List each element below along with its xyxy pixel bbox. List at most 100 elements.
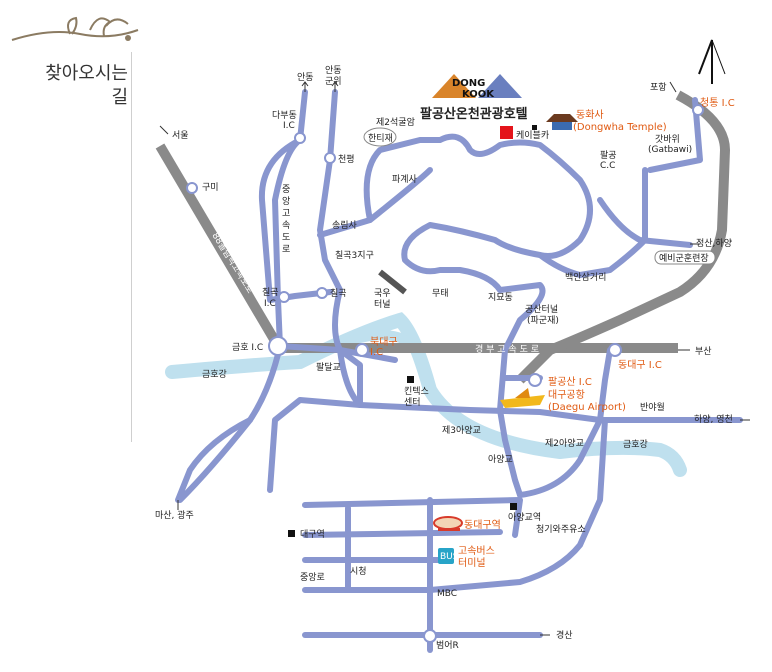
guam-tunnel: [378, 269, 407, 295]
label-express-bus-2: 터미널: [458, 557, 486, 569]
label-je3ayang: 제3아양교: [442, 425, 481, 436]
label-andong-gunwi-1: 안동: [325, 65, 342, 76]
title-line-1: 찾아오시는: [45, 63, 128, 84]
road-baekan: [537, 237, 648, 278]
floral-ornament: [11, 16, 139, 41]
label-donghwasa: 동화사: [576, 109, 604, 121]
cheongtong-ic-marker: [692, 104, 704, 116]
label-express-bus-1: 고속버스: [458, 545, 495, 557]
army-school-badge: [654, 250, 716, 265]
temple-icon: [546, 114, 578, 130]
label-kinx-2: 센터: [404, 397, 421, 408]
label-guam-2: 터널: [374, 299, 391, 310]
dabudong-marker: [294, 132, 306, 144]
hanti-badge: [363, 127, 397, 147]
label-kinx-1: 킨텍스: [404, 386, 429, 397]
road-west-down: [267, 347, 363, 493]
label-palgongsan-ic: 팔공산 I.C: [548, 376, 592, 388]
road-pagyesa: [367, 167, 433, 223]
road-central: [177, 89, 308, 503]
label-gongsan-1: 공산터널: [525, 304, 558, 315]
road-gatbawi: [647, 97, 703, 173]
beomeo-marker: [423, 629, 437, 643]
label-dongdaegu-station: 동대구역: [464, 519, 501, 531]
label-buk-daegu-1: 북대구: [370, 336, 398, 348]
label-hanti: 한티재: [368, 133, 393, 144]
arrow-gunwi: [331, 81, 339, 92]
label-je2ayang: 제2아양교: [545, 438, 584, 449]
label-songnimsa: 송림사: [332, 219, 358, 231]
hotel-logo: DONG KOOK: [432, 74, 522, 100]
label-cheongtong-ic: 청통 I.C: [700, 97, 735, 109]
label-baekan: 백안삼거리: [565, 272, 606, 283]
label-chilgok: 칠곡: [330, 288, 347, 299]
north-arrow-icon: [698, 39, 726, 84]
road-loop: [401, 133, 593, 293]
road-masan: [175, 417, 253, 503]
label-gyeongsan: 경산: [556, 629, 573, 641]
label-gumi: 구미: [202, 182, 219, 193]
road-grid-2: [302, 529, 503, 538]
logo-line-2: KOOK: [462, 89, 495, 100]
gumi-marker: [186, 182, 198, 194]
label-seoul: 서울: [172, 130, 189, 141]
divider: [131, 52, 132, 442]
label-mutae: 무태: [432, 288, 449, 299]
kinx-marker: [407, 376, 414, 383]
hotel-marker: [500, 126, 513, 139]
label-mbc: MBC: [437, 589, 457, 599]
label-andong: 안동: [297, 72, 314, 83]
label-gyeongbu: 경 부 고 속 도 로: [475, 343, 539, 355]
label-cheonggi: 청기와주유소: [536, 523, 586, 535]
train-icon: [433, 516, 463, 531]
label-exp-central-4: 속: [282, 220, 290, 231]
label-exp-88: 88올림픽고속도로: [209, 230, 256, 295]
expressway-88: [155, 143, 283, 349]
road-palgong: [597, 197, 693, 248]
road-dabu-loop: [258, 137, 333, 303]
label-geumho-ic: 금호 I.C: [232, 342, 263, 353]
label-beomeo: 범어R: [436, 640, 459, 651]
label-masan: 마산, 광주: [155, 509, 194, 521]
label-donghwasa-en: (Dongwha Temple): [573, 122, 667, 133]
label-paldalgyo: 팔달교: [316, 361, 341, 373]
palgongsan-ic-marker: [528, 373, 542, 387]
label-cablecar: 케이블카: [516, 130, 549, 141]
label-jibodong: 지묘동: [488, 292, 513, 303]
label-airport: 대구공항: [548, 389, 585, 401]
bus-icon: BUS: [438, 548, 459, 564]
road-grid-1: [302, 497, 523, 538]
dong-daegu-ic-marker: [608, 343, 622, 357]
daegu-station-marker: [288, 530, 295, 537]
label-daegu-station: 대구역: [300, 529, 325, 540]
cablecar-marker: [532, 125, 537, 130]
label-exp-central-5: 도: [282, 233, 290, 243]
label-busan: 부산: [695, 346, 712, 357]
ayang-station-marker: [510, 503, 517, 510]
label-cityhall: 시청: [350, 566, 367, 577]
arrow-pohang: [669, 81, 677, 93]
label-chilgok-ic-1: 칠곡: [262, 287, 279, 298]
jeongmyeong-marker: [324, 152, 336, 164]
label-exp-central-1: 중: [282, 184, 290, 195]
label-pohang: 포항: [650, 82, 667, 93]
label-jungang: 중앙로: [300, 571, 325, 583]
label-guam-1: 국우: [374, 288, 391, 299]
label-gatbawi-1: 갓바위: [655, 134, 680, 145]
label-seokgul-2: 제2석굴암: [376, 116, 415, 128]
arrow-seoul: [159, 125, 169, 135]
airplane-icon: [500, 388, 545, 408]
buk-daegu-ic-marker: [355, 343, 369, 357]
label-gongsan-2: (파군재): [527, 315, 559, 326]
geumho-ic-marker: [268, 336, 288, 356]
label-andong-gunwi-2: 군위: [325, 76, 342, 87]
label-gyeongsan-hayang: 정산,하양: [696, 238, 732, 249]
road-jibodong: [497, 282, 546, 498]
label-pagyesa: 파계사: [392, 173, 418, 185]
logo-line-1: DONG: [452, 78, 485, 89]
road-paldal: [277, 343, 398, 363]
label-chilgok3: 칠곡3지구: [335, 250, 374, 261]
label-geumhogang-w: 금호강: [202, 369, 227, 380]
label-buk-daegu-2: I.C: [370, 347, 383, 358]
label-exp-central-3: 고: [282, 209, 290, 219]
